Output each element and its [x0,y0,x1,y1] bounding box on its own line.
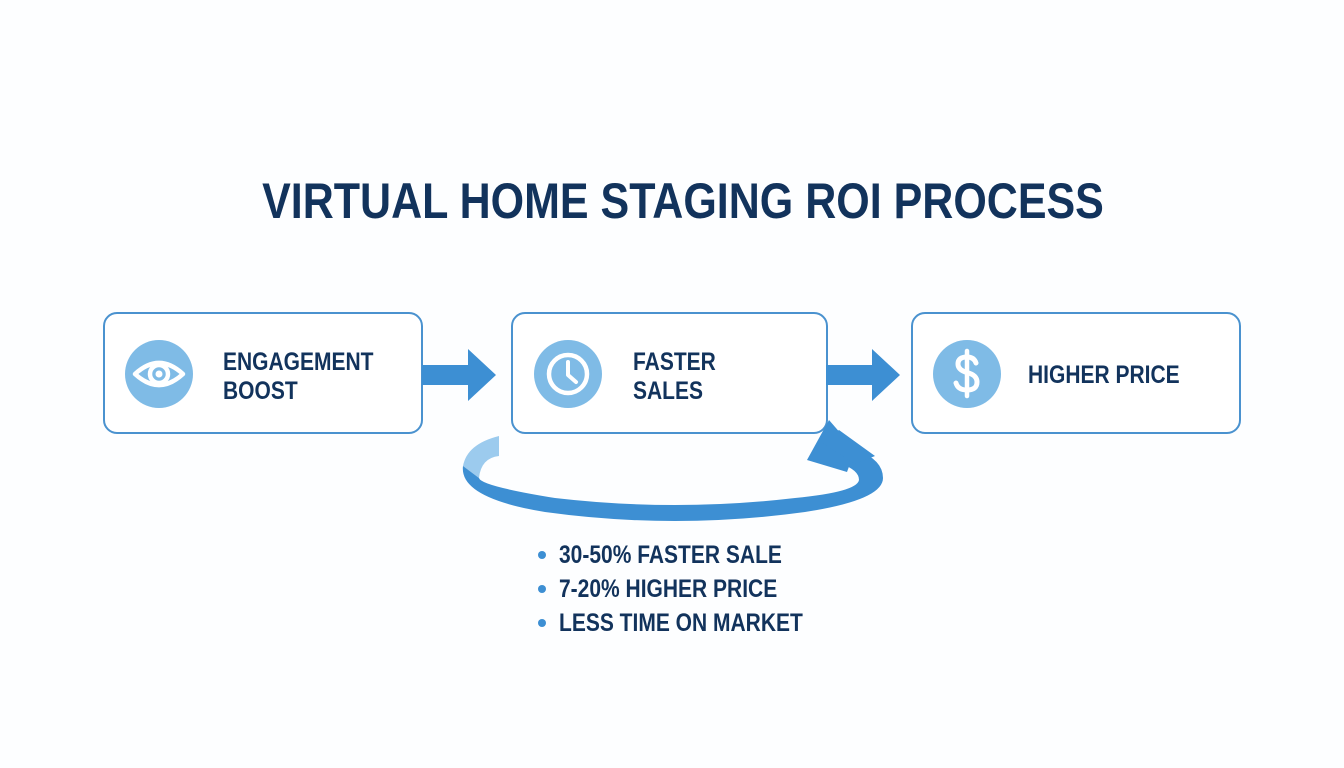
diagram-title: VIRTUAL HOME STAGING ROI PROCESS [262,173,1104,229]
icon-circle [534,340,602,408]
icon-circle [933,340,1001,408]
right-arrow-icon [826,349,900,401]
step-label: FASTER SALES [633,348,716,405]
icon-circle [125,340,193,408]
bullet-icon [538,619,546,627]
step-box-engagement-boost: ENGAGEMENT BOOST [103,312,423,434]
feedback-loop-arrow-icon [462,420,883,521]
step-label: HIGHER PRICE [1028,361,1180,389]
step-label: ENGAGEMENT BOOST [223,348,374,405]
step-box-faster-sales: FASTER SALES [511,312,828,434]
clock-icon [546,352,590,396]
bullet-icon [538,551,546,559]
bullet-icon [538,585,546,593]
eye-icon [132,360,186,388]
dollar-icon [953,348,980,399]
right-arrow-icon [422,349,496,401]
step-box-higher-price: HIGHER PRICE [911,312,1241,434]
